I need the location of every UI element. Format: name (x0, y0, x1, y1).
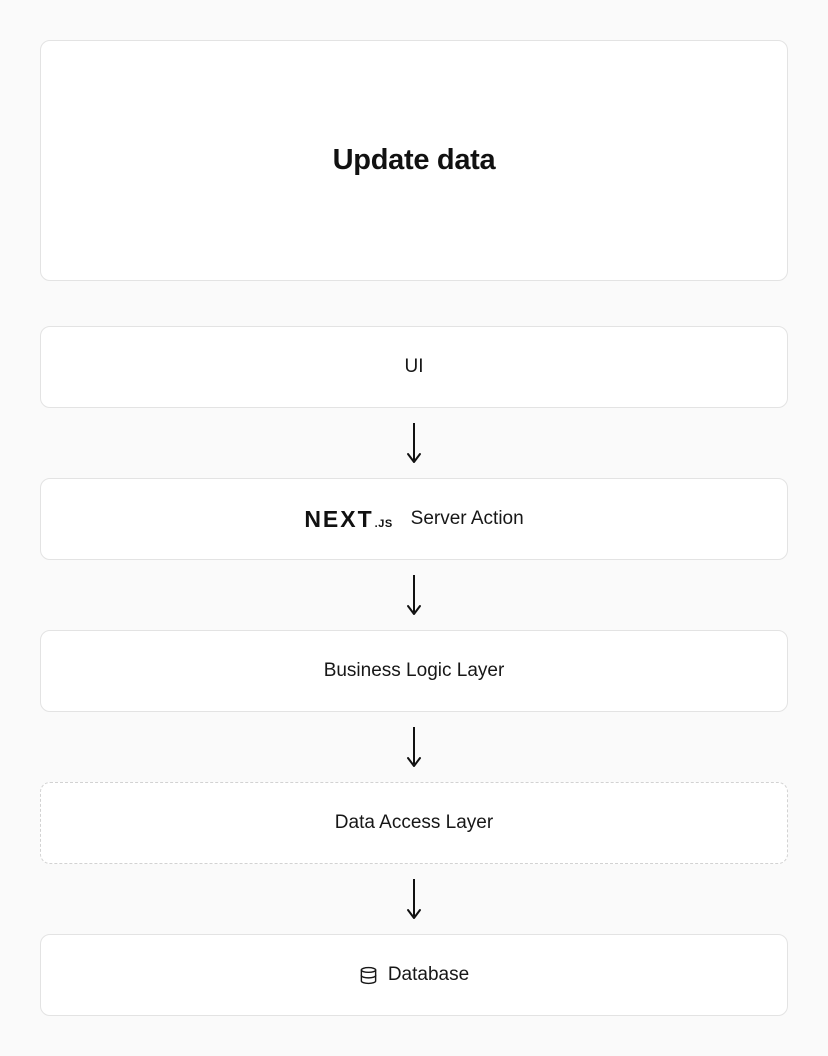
arrow-row (40, 408, 788, 478)
node-server-action: NEXT.JS Server Action (40, 478, 788, 560)
node-business-logic-layer-label: Business Logic Layer (323, 660, 505, 681)
node-ui-label: UI (404, 356, 424, 377)
nextjs-logo-text: NEXT (304, 505, 374, 532)
arrow-row (40, 560, 788, 630)
node-server-action-label: Server Action (410, 508, 524, 529)
page-title: Update data (332, 144, 496, 176)
arrow-down-icon (407, 423, 421, 463)
node-data-access-layer-label: Data Access Layer (334, 812, 494, 833)
database-icon (359, 966, 378, 985)
node-database: Database (40, 934, 788, 1016)
arrow-down-icon (407, 727, 421, 767)
arrow-row (40, 864, 788, 934)
node-database-label: Database (387, 964, 470, 985)
diagram-title-card: Update data (40, 40, 788, 281)
node-data-access-layer: Data Access Layer (40, 782, 788, 864)
arrow-down-icon (407, 575, 421, 615)
arrow-row (40, 712, 788, 782)
nextjs-logo-suffix: .JS (374, 517, 393, 530)
node-business-logic-layer: Business Logic Layer (40, 630, 788, 712)
node-ui: UI (40, 326, 788, 408)
nextjs-logo: NEXT.JS (304, 506, 392, 533)
arrow-down-icon (407, 879, 421, 919)
